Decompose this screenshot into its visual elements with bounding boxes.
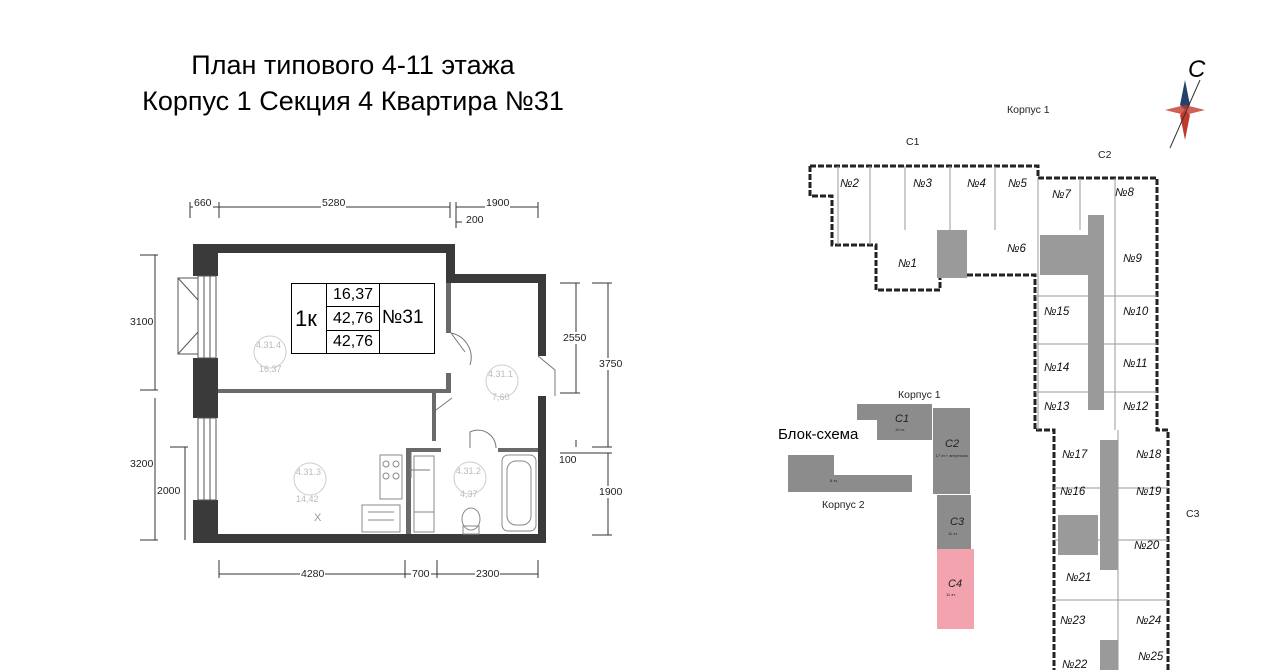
block-c4-floors: 11 эт.: [946, 592, 956, 597]
apt-label: №13: [1044, 401, 1070, 413]
dim-bottom-2300: 2300: [475, 568, 501, 580]
block-korpus2-floors: 8 эт.: [830, 478, 838, 483]
living-area: 16,37: [327, 284, 379, 307]
dim-top-5280: 5280: [321, 197, 347, 209]
dim-bottom-700: 700: [411, 568, 431, 580]
section-label-c2: С2: [1098, 149, 1112, 161]
block-c3-floors: 11 эт.: [948, 531, 958, 536]
dim-right-3750: 3750: [598, 358, 624, 370]
block-c1-name: С1: [895, 413, 910, 425]
apt-label: №5: [1008, 178, 1027, 190]
dim-top-200: 200: [465, 214, 485, 226]
apt-label: №19: [1136, 486, 1162, 498]
apt-label: №4: [967, 178, 986, 190]
block-c2-name: С2: [945, 438, 960, 450]
apt-label: №24: [1136, 615, 1162, 627]
apt-label: №2: [840, 178, 859, 190]
apt-label: №25: [1138, 651, 1164, 663]
dim-right-1900: 1900: [598, 486, 624, 498]
room-code: 4.31.1: [488, 369, 514, 379]
plan-title-line2: Корпус 1 Секция 4 Квартира №31: [142, 86, 564, 116]
compass-letter: С: [1188, 56, 1206, 83]
dim-right-100: 100: [558, 454, 578, 466]
rooms-count: 1к: [295, 306, 317, 331]
section-label-c3: С3: [1186, 508, 1200, 520]
dim-top-1900: 1900: [485, 197, 511, 209]
room-area: 14,42: [296, 494, 319, 504]
block-korpus1-label: Корпус 1: [898, 389, 941, 401]
plan-title-line1: План типового 4-11 этажа: [191, 50, 515, 80]
apt-label: №17: [1062, 449, 1088, 461]
site-plan: [808, 164, 1170, 670]
apartment-info-box: 1к 16,37 42,76 42,76 №31: [291, 283, 435, 354]
room-code: 4.31.2: [456, 466, 482, 476]
room-area: 7,60: [492, 392, 510, 402]
apt-label: №16: [1060, 486, 1086, 498]
block-scheme-diagram: [788, 404, 974, 629]
block-c3-name: С3: [950, 516, 965, 528]
block-korpus2-label: Корпус 2: [822, 499, 865, 511]
apt-label: №12: [1123, 401, 1149, 413]
apt-label: №15: [1044, 306, 1070, 318]
dim-left-3200: 3200: [129, 458, 155, 470]
apt-label: №10: [1123, 306, 1149, 318]
apt-label: №11: [1123, 358, 1148, 370]
korpus1-label: Корпус 1: [1007, 104, 1050, 116]
block-c2-floors: 17 эт.+ антресоль: [935, 453, 969, 458]
compass-icon: [1165, 79, 1205, 149]
dim-left-3100: 3100: [129, 316, 155, 328]
apt-label: №1: [898, 258, 917, 270]
kitchen-mark: X: [314, 512, 322, 524]
room-area: 16,37: [259, 364, 282, 374]
apt-label: №3: [913, 178, 932, 190]
apt-label: №9: [1123, 253, 1142, 265]
room-area: 4,37: [460, 489, 478, 499]
apartment-floor-plan: [140, 202, 612, 578]
apt-label: №18: [1136, 449, 1162, 461]
apt-label: №8: [1115, 187, 1134, 199]
total-area: 42,76: [327, 307, 379, 331]
apt-label: №21: [1066, 572, 1092, 584]
dim-left-2000: 2000: [156, 485, 182, 497]
apt-label: №7: [1052, 189, 1071, 201]
block-c1-floors: 10 эт.: [895, 427, 906, 432]
apt-label: №23: [1060, 615, 1086, 627]
block-scheme-title: Блок-схема: [778, 426, 859, 443]
dim-top-660: 660: [193, 197, 213, 209]
apt-label: №22: [1062, 659, 1088, 670]
dim-right-2550: 2550: [562, 332, 588, 344]
apartment-number: №31: [382, 307, 424, 328]
apt-label: №6: [1007, 243, 1026, 255]
dim-bottom-4280: 4280: [300, 568, 326, 580]
room-code: 4.31.3: [296, 467, 322, 477]
section-label-c1: С1: [906, 136, 920, 148]
apt-label: №14: [1044, 362, 1070, 374]
total-area-2: 42,76: [332, 333, 374, 350]
room-code: 4.31.4: [256, 340, 282, 350]
block-c4-name: С4: [948, 578, 963, 590]
apt-label: №20: [1134, 540, 1160, 552]
